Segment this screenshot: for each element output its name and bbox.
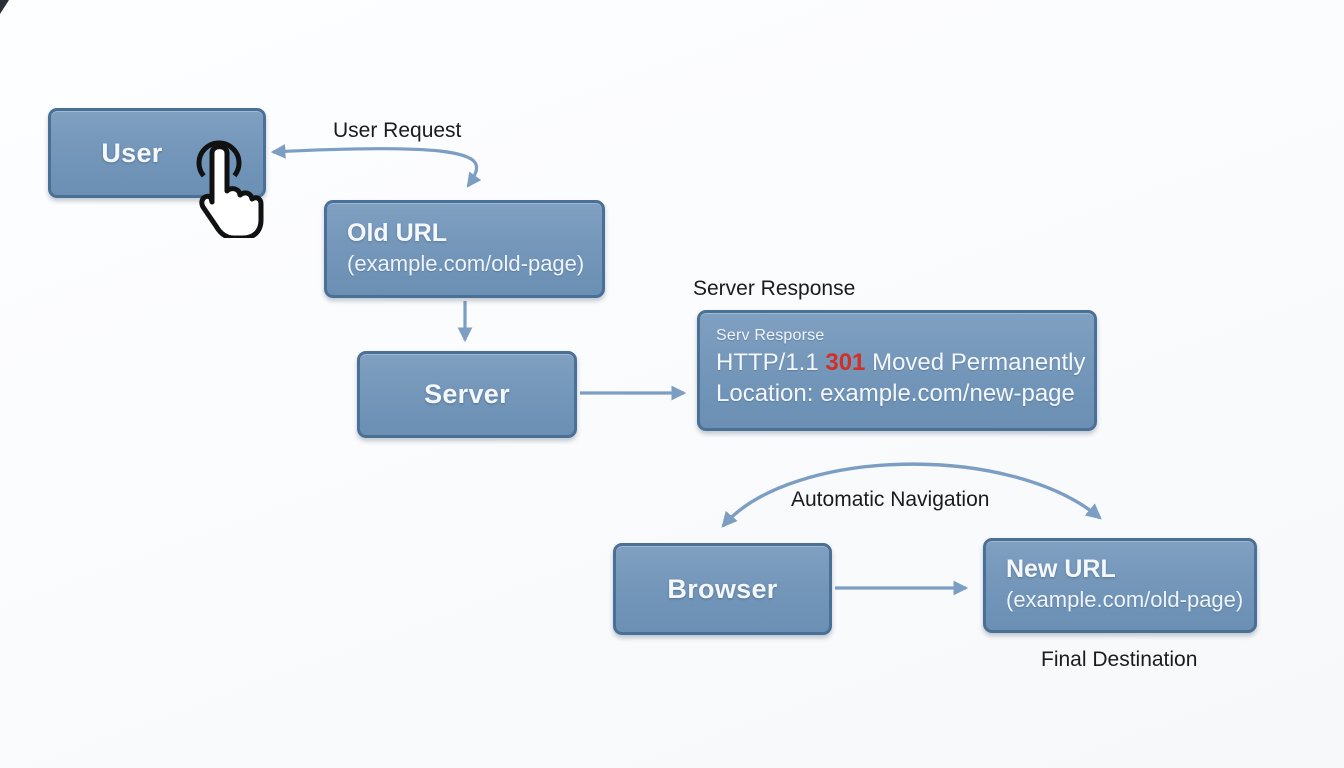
node-new-url-title: New URL [1006,555,1116,583]
status-code-301: 301 [825,349,866,376]
node-old-url: Old URL (example.com/old-page) [324,200,605,298]
status-line-prefix: HTTP/1.1 [716,349,826,376]
node-new-url-subtitle: (example.com/old-page) [1006,587,1244,612]
automatic-navigation-label: Automatic Navigation [791,488,990,511]
node-user-label: User [101,137,163,168]
server-response-label: Server Response [693,277,856,300]
node-old-url-subtitle: (example.com/old-page) [347,251,585,276]
node-user: User [48,108,266,198]
server-response-status-line: HTTP/1.1 301 Moved Permanently [716,347,1094,378]
node-server: Server [357,351,577,438]
automatic-navigation-arc [721,462,1102,528]
node-new-url: New URL (example.com/old-page) [983,538,1257,633]
server-response-location-line: Location: example.com/new-page [716,380,1075,407]
node-server-response: Serv Resporse HTTP/1.1 301 Moved Permane… [697,310,1097,431]
corner-artifact [0,0,9,14]
node-server-label: Server [424,379,510,409]
node-old-url-title: Old URL [347,219,447,247]
server-response-header: Serv Resporse [716,327,825,344]
tap-hand-icon [196,140,264,238]
user-request-arrow [270,143,482,188]
status-line-suffix: Moved Permanently [865,349,1086,376]
node-browser: Browser [613,543,832,635]
node-browser-label: Browser [667,573,778,604]
user-request-label: User Request [333,119,462,142]
final-destination-label: Final Destination [1041,648,1198,671]
